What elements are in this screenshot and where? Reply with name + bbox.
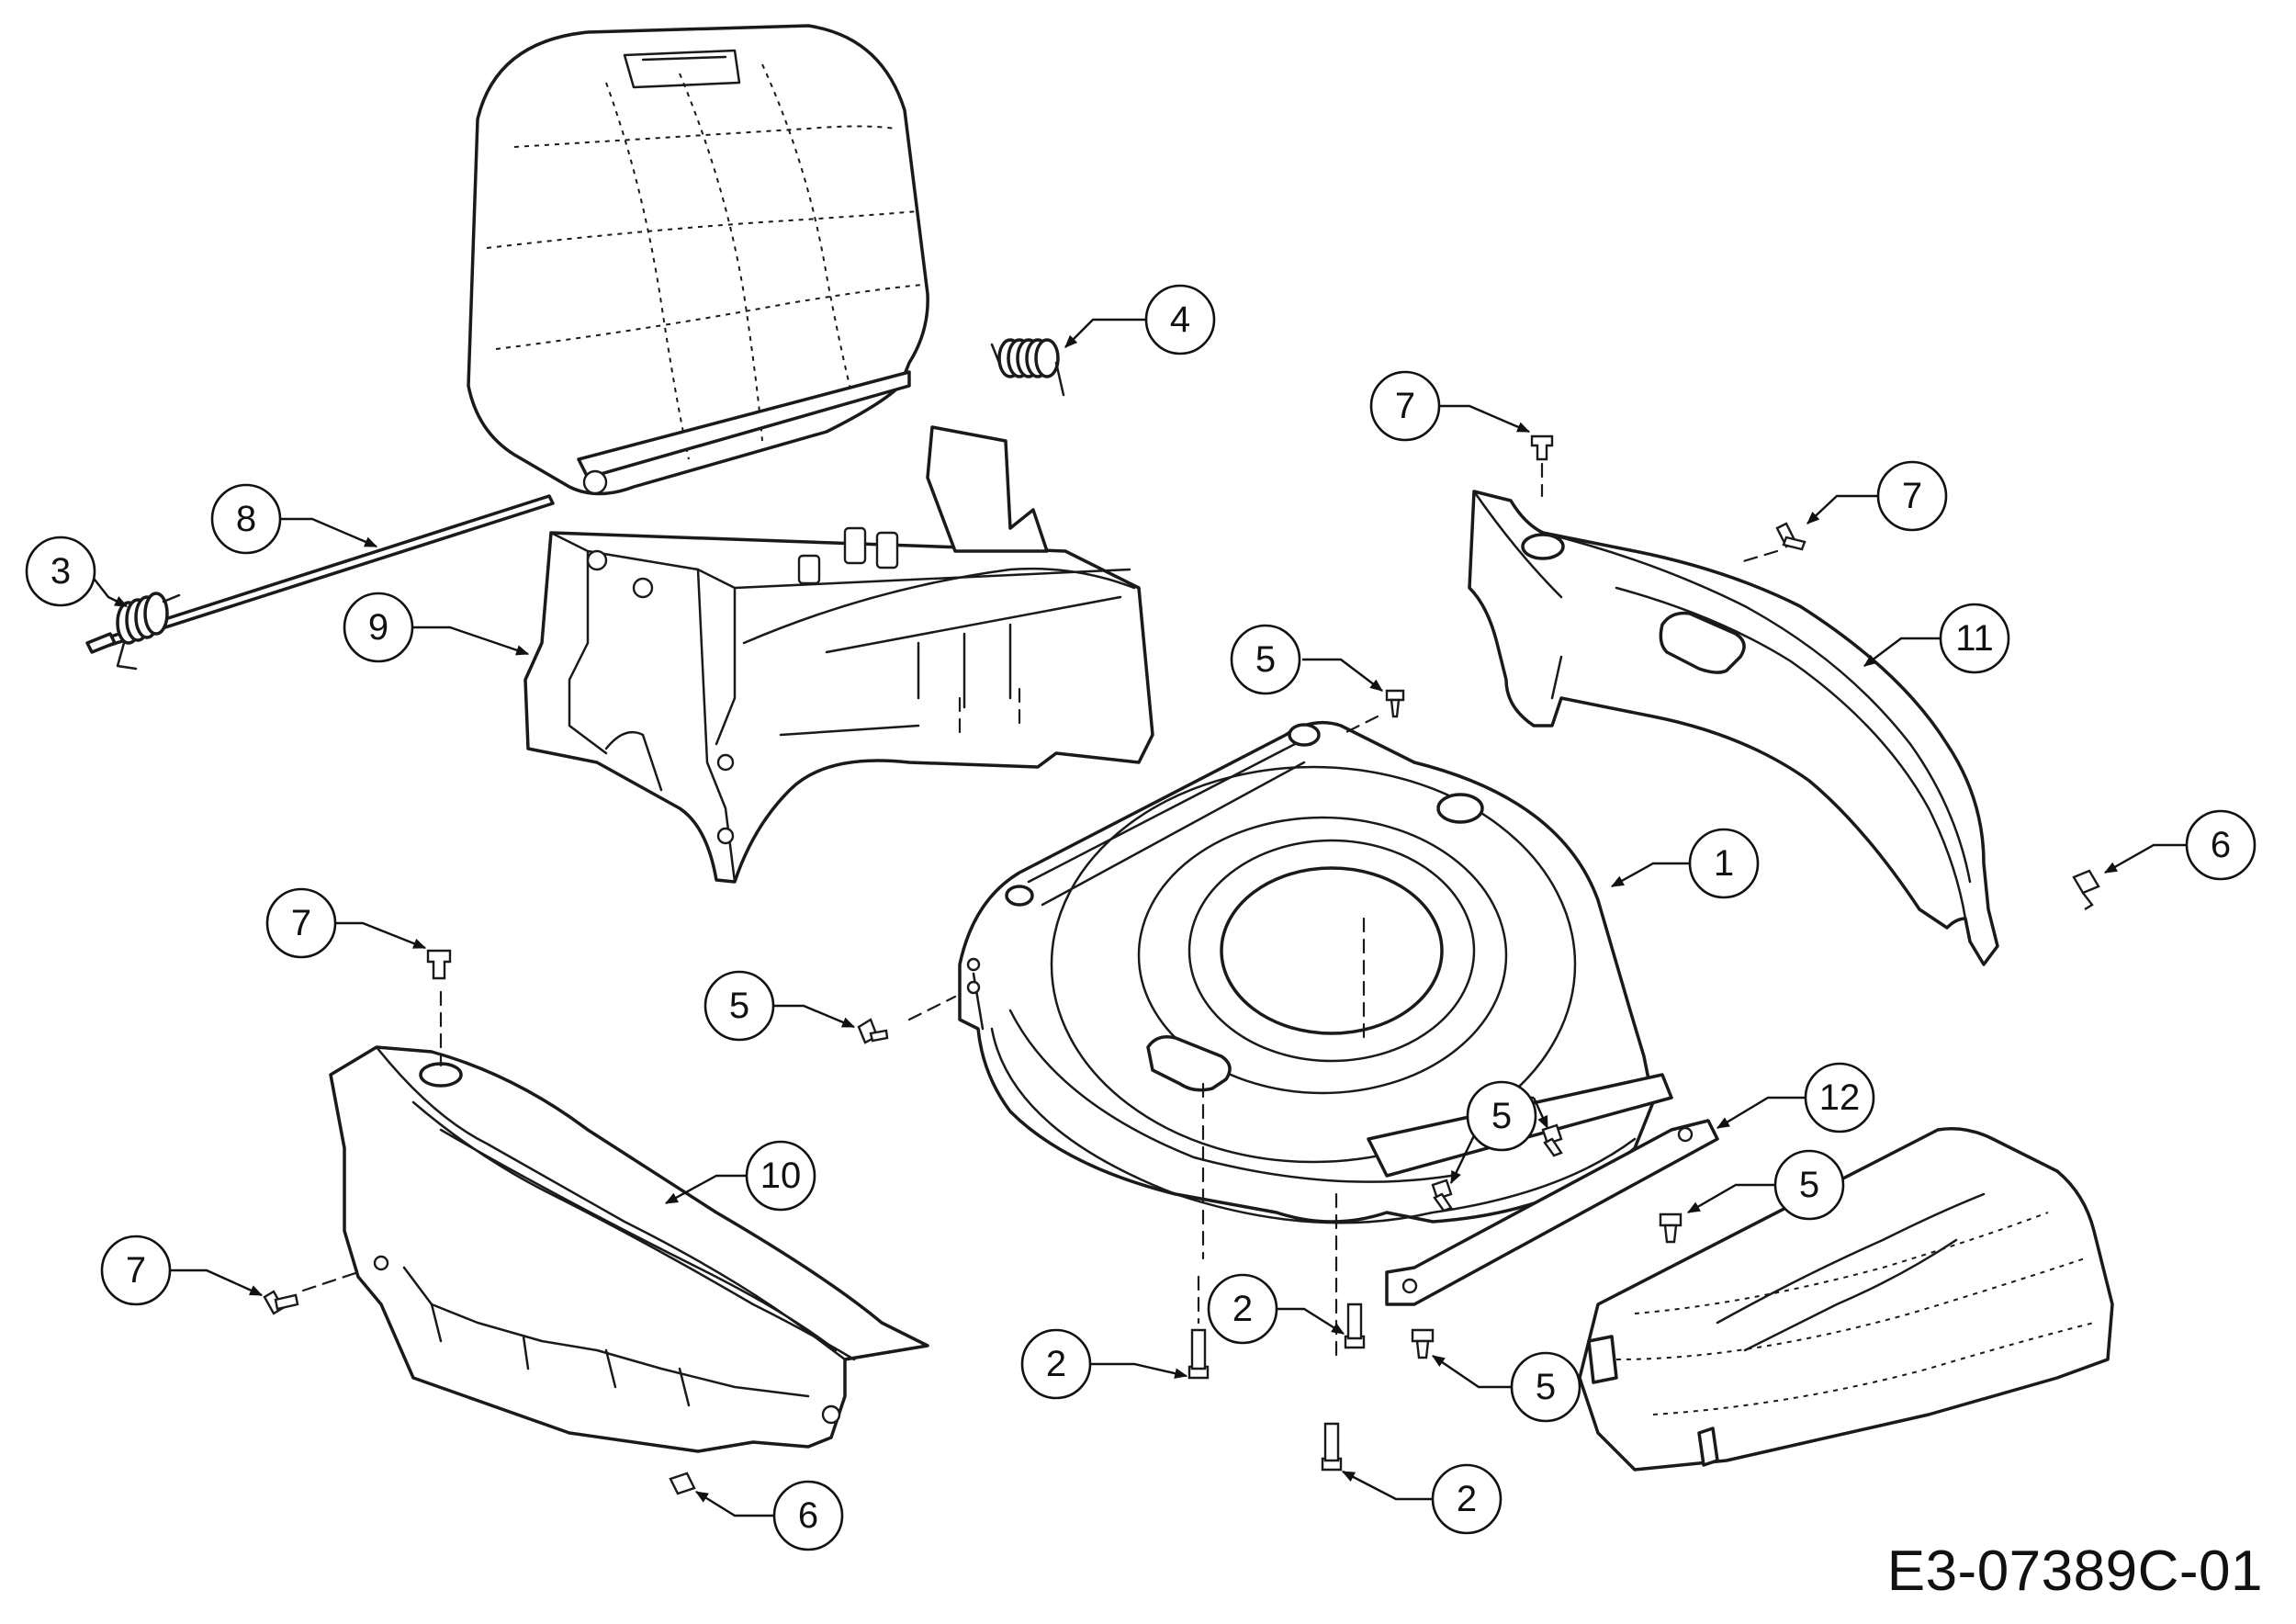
callout-2-lower: 2 (1431, 1463, 1503, 1535)
screw-5-flap (1659, 1212, 1683, 1244)
screw-7-left-side (263, 1270, 360, 1315)
svg-text:9: 9 (368, 607, 388, 648)
callout-7-left-side: 7 (100, 1235, 172, 1306)
bolt-2-middle (1344, 1303, 1366, 1349)
screw-5-deck-top (1339, 689, 1405, 737)
svg-text:6: 6 (2211, 825, 2231, 865)
callout-1: 1 (1688, 828, 1760, 899)
svg-text:2: 2 (1232, 1289, 1253, 1329)
nut-6-left (669, 1472, 696, 1495)
svg-text:8: 8 (236, 499, 256, 539)
right-cover-part-11 (1468, 490, 1999, 966)
screw-5-bracket-a (1431, 1179, 1453, 1212)
svg-text:11: 11 (1955, 618, 1994, 659)
callout-7-right: 7 (1876, 460, 1948, 532)
rear-housing-part-9 (523, 425, 1154, 884)
grass-bag (467, 24, 929, 496)
bracket-part-12 (1385, 1119, 1719, 1306)
spring-part-4 (990, 338, 1065, 397)
screw-5-deck-side (857, 995, 957, 1044)
deck-part-1 (958, 720, 1673, 1361)
svg-text:2: 2 (1046, 1344, 1066, 1384)
svg-text:5: 5 (729, 986, 749, 1026)
callout-balloons: 4 8 3 9 7 7 11 5 (25, 284, 2257, 1551)
svg-text:10: 10 (760, 1156, 802, 1196)
svg-text:7: 7 (126, 1250, 146, 1291)
callout-5-flap: 5 (1773, 1149, 1845, 1221)
screw-7-right-top (1530, 434, 1554, 498)
svg-text:5: 5 (1536, 1367, 1556, 1407)
bolt-2-left (1187, 1275, 1210, 1380)
svg-text:5: 5 (1799, 1165, 1819, 1205)
spring-part-3 (85, 592, 181, 671)
leader-lines (87, 318, 2186, 1517)
callout-10: 10 (745, 1140, 816, 1212)
svg-text:4: 4 (1170, 299, 1190, 340)
callout-12: 12 (1804, 1062, 1875, 1133)
nut-6-right (2072, 869, 2100, 911)
callout-5-bracket: 5 (1466, 1080, 1537, 1152)
screw-7-left-top (426, 949, 452, 980)
callout-9: 9 (343, 592, 414, 663)
drawing-code: E3-07389C-01 (1886, 1539, 2263, 1603)
callout-7-left-top: 7 (265, 887, 337, 959)
screw-5-low (1411, 1328, 1435, 1359)
callout-3: 3 (25, 536, 96, 607)
callout-2-middle: 2 (1207, 1273, 1278, 1345)
svg-text:3: 3 (51, 551, 71, 592)
svg-text:6: 6 (798, 1495, 818, 1536)
svg-text:12: 12 (1819, 1077, 1861, 1118)
callout-11: 11 (1939, 603, 2010, 674)
hardware (263, 434, 2100, 1495)
callout-6-right: 6 (2185, 809, 2257, 881)
callout-8: 8 (210, 483, 282, 555)
svg-text:5: 5 (1255, 639, 1276, 680)
callout-5-top: 5 (1230, 624, 1301, 695)
callout-6-left: 6 (772, 1480, 844, 1551)
callout-7-top-right: 7 (1369, 370, 1441, 442)
svg-text:7: 7 (291, 903, 311, 943)
svg-text:7: 7 (1902, 476, 1922, 516)
callout-4: 4 (1144, 284, 1216, 355)
callout-5-deck-side: 5 (703, 970, 775, 1042)
svg-text:5: 5 (1491, 1096, 1512, 1136)
screw-5-bracket-b (1541, 1123, 1563, 1157)
screw-7-right-side (1739, 522, 1806, 564)
callout-5-low: 5 (1510, 1351, 1581, 1423)
svg-text:2: 2 (1457, 1479, 1477, 1519)
callout-2-left: 2 (1020, 1328, 1092, 1400)
bolt-2-lower (1321, 1422, 1343, 1472)
svg-text:7: 7 (1395, 386, 1415, 426)
left-cover-part-10 (329, 990, 929, 1453)
rear-flap (1578, 1127, 2114, 1472)
svg-text:1: 1 (1714, 843, 1734, 884)
